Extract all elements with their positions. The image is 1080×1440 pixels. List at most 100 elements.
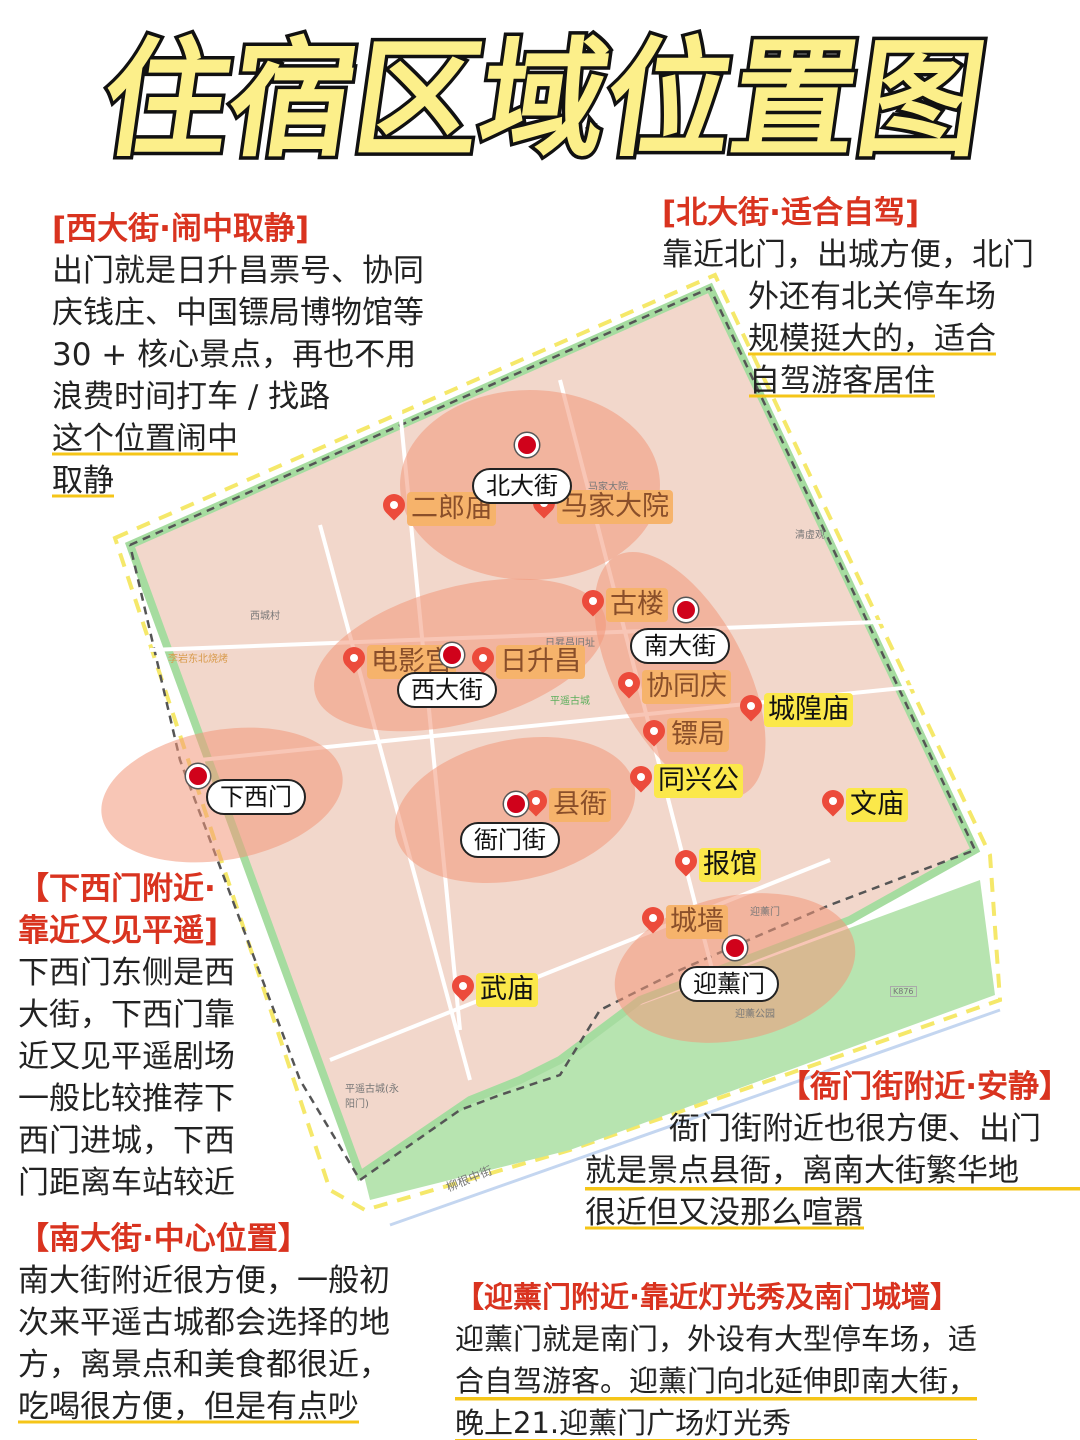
- section-heading: 【南大街·中心位置】: [18, 1221, 309, 1257]
- poi-label: 古楼: [606, 588, 668, 622]
- poi-label: 武庙: [476, 973, 538, 1007]
- text-line: 近又见平遥剧场: [18, 1039, 235, 1075]
- map-label: 平遥古城(永阳门): [345, 1084, 399, 1110]
- zone-marker-icon[interactable]: [504, 792, 528, 816]
- text-line: 浪费时间打车 / 找路: [52, 379, 331, 415]
- text-line: 衙门街附近也很方便、出门: [669, 1111, 1041, 1147]
- poi-wenmiao[interactable]: 文庙: [822, 788, 908, 822]
- poi-majiadayuan[interactable]: 马家大院: [533, 490, 673, 524]
- text-line: 很近但又没那么喧嚣: [585, 1195, 864, 1231]
- poi-gulou[interactable]: 古楼: [582, 588, 668, 622]
- section-south: 【南大街·中心位置】 南大街附近很方便，一般初 次来平遥古城都会选择的地 方，离…: [18, 1218, 390, 1428]
- location-pin-icon: [343, 647, 365, 677]
- location-pin-icon: [452, 975, 474, 1005]
- poi-xietongqing[interactable]: 协同庆: [618, 670, 731, 704]
- city-wall-path: [128, 286, 977, 1182]
- section-yingxun: 【迎薰门附近·靠近灯光秀及南门城墙】 迎薰门就是南门，外设有大型停车场，适 合自…: [455, 1276, 978, 1440]
- text-line: 出门就是日升昌票号、协同: [52, 253, 424, 289]
- zone-marker-icon[interactable]: [515, 433, 539, 457]
- poi-chengqiang[interactable]: 城墙: [642, 905, 728, 939]
- zone-marker-icon[interactable]: [674, 598, 698, 622]
- section-heading: 【下西门附近·: [18, 871, 216, 907]
- zone-marker-icon[interactable]: [186, 764, 210, 788]
- section-xiaximen: 【下西门附近· 靠近又见平遥] 下西门东侧是西 大街，下西门靠 近又见平遥剧场 …: [18, 868, 235, 1204]
- poi-label: 镖局: [667, 718, 729, 752]
- map-label: 平遥古城: [550, 696, 590, 707]
- text-line: 次来平遥古城都会选择的地: [18, 1305, 390, 1341]
- map-label: 迎薰门: [750, 907, 780, 918]
- section-heading: 【衙门街附近·安静】: [779, 1069, 1070, 1105]
- title-art: 住宿区域位置图: [90, 23, 998, 178]
- text-line: 就是景点县衙，离南大街繁华地: [585, 1150, 1080, 1192]
- location-pin-icon: [675, 850, 697, 880]
- location-pin-icon: [618, 672, 640, 702]
- text-line: 南大街附近很方便，一般初: [18, 1263, 390, 1299]
- text-line: 下西门东侧是西: [18, 955, 235, 991]
- zone-marker-icon[interactable]: [440, 643, 464, 667]
- poi-rishengchang[interactable]: 日升昌: [472, 645, 585, 679]
- poi-label: 县衙: [549, 788, 611, 822]
- poi-label: 文庙: [846, 788, 908, 822]
- text-line: 吃喝很方便，但是有点吵: [18, 1389, 359, 1425]
- location-pin-icon: [643, 720, 665, 750]
- text-line: 西门进城，下西: [18, 1123, 235, 1159]
- poi-xianya[interactable]: 县衙: [525, 788, 611, 822]
- map-label: 日昇昌旧址: [545, 638, 595, 649]
- map-label: 清虚观: [795, 530, 825, 541]
- zone-marker-icon[interactable]: [723, 936, 747, 960]
- text-line: 大街，下西门靠: [18, 997, 235, 1033]
- text-line: 门距离车站较近: [18, 1165, 235, 1201]
- location-pin-icon: [472, 647, 494, 677]
- map-label: 马家大院: [588, 482, 628, 493]
- poi-tongxinggong[interactable]: 同兴公: [630, 764, 743, 798]
- poi-label: 报馆: [699, 848, 761, 882]
- section-heading: 【迎薰门附近·靠近灯光秀及南门城墙】: [455, 1280, 960, 1314]
- text-line: 取静: [52, 463, 114, 499]
- text-line: 靠近北门，出城方便，北门: [662, 237, 1034, 273]
- section-heading: [北大街·适合自驾]: [662, 195, 920, 231]
- text-line: 外还有北关停车场: [748, 279, 996, 315]
- text-line: 这个位置闹中: [52, 421, 238, 457]
- zone-label-yamenjie[interactable]: 衙门街: [460, 822, 560, 858]
- section-heading: 靠近又见平遥]: [18, 913, 219, 949]
- section-west: [西大街·闹中取静] 出门就是日升昌票号、协同 庆钱庄、中国镖局博物馆等 30 …: [52, 208, 424, 502]
- zone-label-xiaximen[interactable]: 下西门: [206, 779, 306, 815]
- location-pin-icon: [642, 907, 664, 937]
- text-line: 自驾游客居住: [749, 363, 935, 399]
- text-line: 晚上21.迎薰门广场灯光秀: [455, 1402, 978, 1440]
- location-pin-icon: [822, 790, 844, 820]
- page-title: 住宿区域位置图: [90, 22, 1020, 178]
- poi-label: 协同庆: [642, 670, 731, 704]
- text-line: 方，离景点和美食都很近，: [18, 1347, 390, 1383]
- location-pin-icon: [740, 695, 762, 725]
- location-pin-icon: [630, 766, 652, 796]
- location-pin-icon: [582, 590, 604, 620]
- text-line: 合自驾游客。迎薰门向北延伸即南大街，: [455, 1360, 978, 1402]
- poi-biaoju[interactable]: 镖局: [643, 718, 729, 752]
- poi-wumiao[interactable]: 武庙: [452, 973, 538, 1007]
- text-line: 一般比较推荐下: [18, 1081, 235, 1117]
- poi-label: 城墙: [666, 905, 728, 939]
- map-label: 迎薰公园: [735, 1009, 775, 1020]
- poi-label: 马家大院: [557, 490, 673, 524]
- text-line: 30 + 核心景点，再也不用: [52, 337, 417, 373]
- text-line: 迎薰门就是南门，外设有大型停车场，适: [455, 1322, 978, 1356]
- poi-chenghuangmiao[interactable]: 城隍庙: [740, 693, 853, 727]
- section-north: [北大街·适合自驾] 靠近北门，出城方便，北门 外还有北关停车场 规模挺大的，适…: [662, 192, 1080, 402]
- zone-label-yingxunmen[interactable]: 迎薰门: [679, 966, 779, 1002]
- title-text: 住宿区域位置图: [94, 27, 995, 172]
- text-line: 规模挺大的，适合: [748, 321, 996, 357]
- section-heading: [西大街·闹中取静]: [52, 211, 310, 247]
- zone-label-xidajie[interactable]: 西大街: [397, 672, 497, 708]
- map-label: 李岩东北烧烤: [168, 654, 228, 665]
- zone-label-beidajie[interactable]: 北大街: [472, 468, 572, 504]
- section-yamen: 【衙门街附近·安静】 衙门街附近也很方便、出门 就是景点县衙，离南大街繁华地 很…: [585, 1066, 1080, 1234]
- zone-label-nandajie[interactable]: 南大街: [630, 628, 730, 664]
- location-pin-icon: [525, 790, 547, 820]
- map-label: 西城村: [250, 611, 280, 622]
- road-badge: K876: [890, 986, 917, 997]
- road-liugenzhongjie: [389, 1008, 1001, 1227]
- poi-label: 城隍庙: [764, 693, 853, 727]
- poi-baoguan[interactable]: 报馆: [675, 848, 761, 882]
